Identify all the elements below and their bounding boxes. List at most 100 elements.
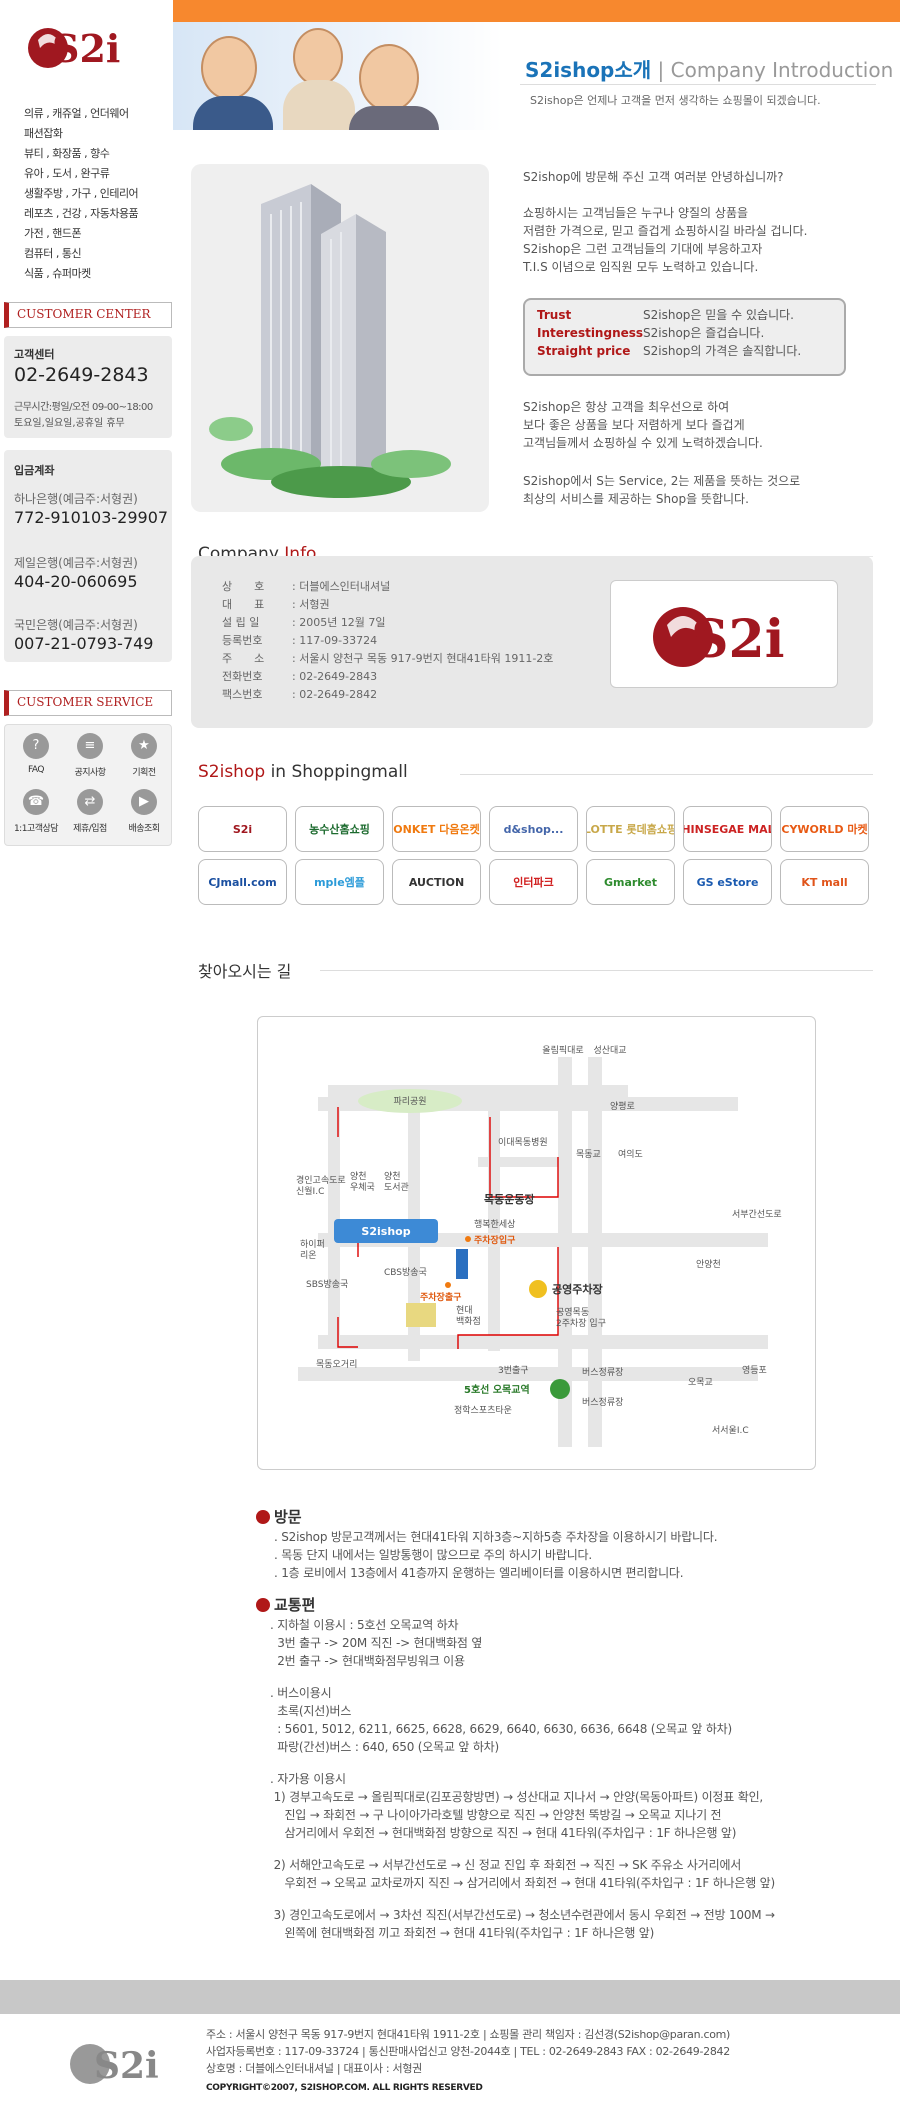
info-line xyxy=(270,1842,775,1856)
mall-link[interactable]: CJmall.com xyxy=(198,859,287,905)
bank-name: 국민은행(예금주:서형권) xyxy=(14,618,138,632)
tis-key: Interestingness xyxy=(537,326,644,340)
company-info-value: 02-2649-2842 xyxy=(299,688,378,701)
mall-title-c: Shoppingmall xyxy=(291,762,408,782)
info-line: . 버스이용시 xyxy=(270,1686,332,1700)
category-item[interactable]: 뷰티 , 화장품 , 향수 xyxy=(24,147,110,160)
customer-service-box: ?FAQ ≡ 공지사항 ★기획전 ☎ 1:1고객상담 ⇄제휴/입점▶배송조회 xyxy=(4,724,172,846)
bullet-icon xyxy=(256,1510,270,1524)
intro-line: S2ishop에서 S는 Service, 2는 제품을 뜻하는 것으로 xyxy=(523,474,801,488)
consult-icon: ☎ xyxy=(23,789,49,815)
visit-heading: 방문 xyxy=(256,1506,302,1527)
bullet-icon xyxy=(256,1598,270,1612)
customer-center-header: CUSTOMER CENTER xyxy=(4,302,172,328)
company-info-key: 주 소 xyxy=(222,652,265,665)
service-item[interactable]: ?FAQ xyxy=(9,733,63,785)
category-item[interactable]: 레포츠 , 건강 , 자동차용품 xyxy=(24,207,139,220)
visit-text: . S2ishop 방문고객께서는 현대41타워 지하3층~지하5층 주차장을 … xyxy=(274,1528,718,1582)
customer-center-box: 고객센터 02-2649-2843 근무시간:평일/오전 09-00~18:00… xyxy=(4,336,172,438)
mall-section-title: S2ishop in Shoppingmall xyxy=(198,762,408,782)
intro-line: T.I.S 이념으로 임직원 모두 노력하고 있습니다. xyxy=(523,260,759,274)
company-info-value: 서울시 양천구 목동 917-9번지 현대41타워 1911-2호 xyxy=(299,652,554,665)
company-info-key: 대 표 xyxy=(222,598,265,611)
intro-line: 최상의 서비스를 제공하는 Shop을 뜻합니다. xyxy=(523,492,749,506)
category-item[interactable]: 패션잡화 xyxy=(24,127,63,140)
map-label: 서부간선도로 xyxy=(732,1209,782,1220)
mall-link[interactable]: d&shop... xyxy=(489,806,578,852)
mall-link[interactable]: 농수산홈쇼핑 xyxy=(295,806,384,852)
info-line: 3번 출구 -> 20M 직진 -> 현대백화점 옆 xyxy=(270,1636,483,1650)
divider xyxy=(300,556,873,557)
working-hours: 근무시간:평일/오전 09-00~18:00 xyxy=(14,402,153,413)
category-item[interactable]: 유아 , 도서 , 완구류 xyxy=(24,167,110,180)
notice-icon: ≡ xyxy=(77,733,103,759)
info-line: . 1층 로비에서 13층에서 41층까지 운행하는 엘리베이터를 이용하시면 … xyxy=(274,1566,684,1580)
customer-phone: 02-2649-2843 xyxy=(14,364,149,386)
category-item[interactable]: 의류 , 캐쥬얼 , 언더웨어 xyxy=(24,107,129,120)
company-info-row: 주 소: 서울시 양천구 목동 917-9번지 현대41타워 1911-2호 xyxy=(222,650,553,668)
footer-bar xyxy=(0,1980,900,2014)
building-illustration xyxy=(191,164,489,512)
mall-link[interactable]: GS eStore xyxy=(683,859,772,905)
category-item[interactable]: 가전 , 핸드폰 xyxy=(24,227,82,240)
copyright: COPYRIGHT©2007, S2ISHOP.COM. ALL RIGHTS … xyxy=(206,2083,483,2093)
divider xyxy=(460,774,873,775)
company-info-value: 117-09-33724 xyxy=(299,634,378,647)
service-item[interactable]: ≡ 공지사항 xyxy=(63,733,117,785)
footer-line: 주소 : 서울시 양천구 목동 917-9번지 현대41타워 1911-2호 |… xyxy=(206,2028,731,2041)
mall-link[interactable]: CYWORLD 마켓 xyxy=(780,806,869,852)
map-label: 영등포 xyxy=(742,1365,767,1376)
service-item[interactable]: ⇄제휴/입점 xyxy=(63,789,117,841)
customer-center-label: 고객센터 xyxy=(14,348,55,361)
info-line: 2번 출구 -> 현대백화점무빙워크 이용 xyxy=(270,1654,465,1668)
company-info-key: 팩스번호 xyxy=(222,688,263,701)
info-line: 3) 경인고속도로에서 → 3차선 직진(서부간선도로) → 청소년수련관에서 … xyxy=(270,1908,775,1922)
customer-service-header: CUSTOMER SERVICE xyxy=(4,690,172,716)
mall-link[interactable]: S2i xyxy=(198,806,287,852)
info-line: . S2ishop 방문고객께서는 현대41타워 지하3층~지하5층 주차장을 … xyxy=(274,1530,718,1544)
map-label: 주차장출구 xyxy=(420,1291,461,1303)
bank-name: 제일은행(예금주:서형권) xyxy=(14,556,138,570)
map-label: 목동오거리 xyxy=(316,1359,357,1370)
category-item[interactable]: 식품 , 슈퍼마켓 xyxy=(24,267,91,280)
map-label: 주차장입구 xyxy=(474,1234,515,1246)
company-info-row: 등록번호: 117-09-33724 xyxy=(222,632,553,650)
category-item[interactable]: 생활주방 , 가구 , 인테리어 xyxy=(24,187,139,200)
info-line: . 자가용 이용시 xyxy=(270,1772,346,1786)
mall-link[interactable]: AUCTION xyxy=(392,859,481,905)
delivery-icon: ▶ xyxy=(131,789,157,815)
map-s2ishop-label: S2ishop xyxy=(361,1225,410,1238)
mall-link[interactable]: SHINSEGAE MALL xyxy=(683,806,772,852)
intro-line: 저렴한 가격으로, 믿고 즐겁게 쇼핑하시길 바라실 겁니다. xyxy=(523,224,808,238)
mall-link[interactable]: Gmarket xyxy=(586,859,675,905)
mall-link[interactable]: 인터파크 xyxy=(489,859,578,905)
map-label: 오목교 xyxy=(688,1377,713,1388)
bank-account: 404-20-060695 xyxy=(14,572,138,591)
intro-line: 쇼핑하시는 고객님들은 누구나 양질의 상품을 xyxy=(523,206,749,220)
service-item[interactable]: ★기획전 xyxy=(117,733,171,785)
service-item-label: 공지사항 xyxy=(74,768,106,778)
service-item[interactable]: ▶배송조회 xyxy=(117,789,171,841)
service-item-label: 1:1고객상담 xyxy=(13,824,59,834)
footer-line: 상호명 : 더블에스인터내셔널 | 대표이사 : 서형권 xyxy=(206,2062,422,2075)
page-subtitle: S2ishop은 언제나 고객을 먼저 생각하는 쇼핑몰이 되겠습니다. xyxy=(530,94,821,107)
deposit-box: 입금계좌 하나은행(예금주:서형권) 772-910103-29907 제일은행… xyxy=(4,450,172,662)
service-item-label: 기획전 xyxy=(132,768,156,778)
mall-link[interactable]: LOTTE 롯데홈쇼핑 xyxy=(586,806,675,852)
company-info-key: 등록번호 xyxy=(222,634,263,647)
mall-link[interactable]: mple엠플 xyxy=(295,859,384,905)
map-label: 양평로 xyxy=(610,1101,635,1112)
mall-link[interactable]: KT mall xyxy=(780,859,869,905)
mall-link[interactable]: ONKET 다음온켓 xyxy=(392,806,481,852)
info-line: 2) 서해안고속도로 → 서부간선도로 → 신 정교 진입 후 좌회전 → 직진… xyxy=(270,1858,742,1872)
site-logo[interactable]: S2i xyxy=(26,18,146,78)
service-item[interactable]: ☎ 1:1고객상담 xyxy=(9,789,63,841)
tis-value: S2ishop은 믿을 수 있습니다. xyxy=(643,308,794,322)
category-item[interactable]: 컴퓨터 , 통신 xyxy=(24,247,82,260)
